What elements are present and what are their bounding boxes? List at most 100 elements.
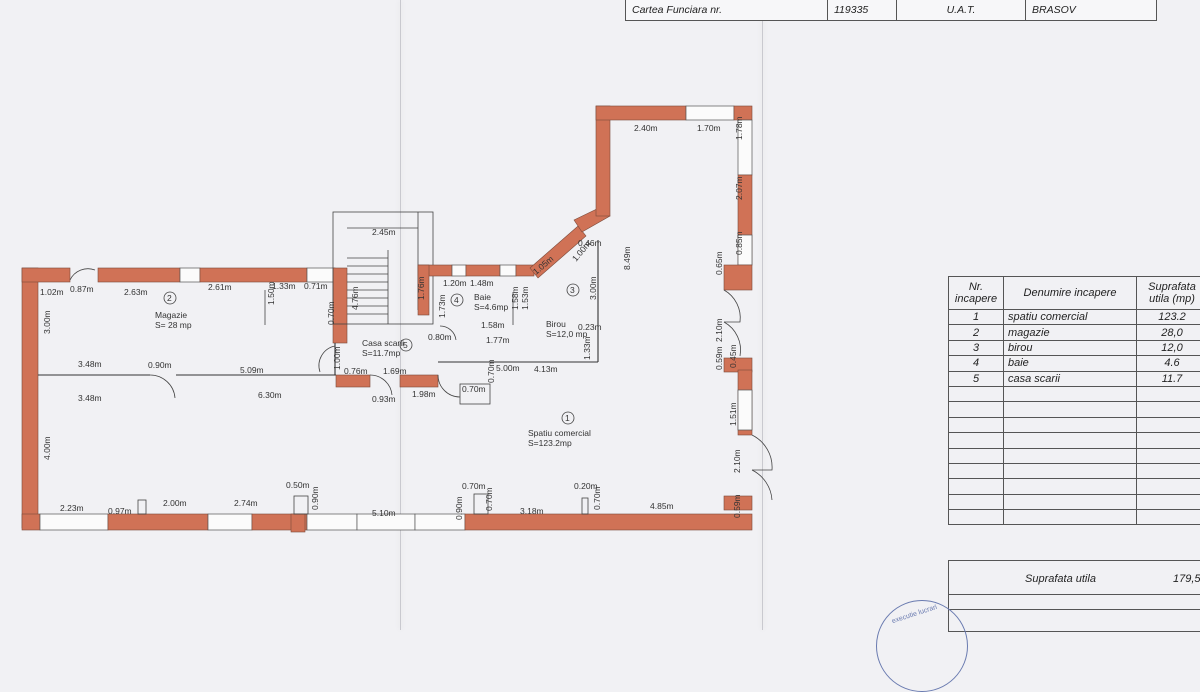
dimension-label: 3.18m <box>520 506 544 516</box>
dimension-label: 1.69m <box>383 366 407 376</box>
door-swing <box>752 435 772 470</box>
table-row <box>949 463 1200 478</box>
svg-text:3: 3 <box>570 285 575 295</box>
dimension-label: 0.65m <box>714 251 724 275</box>
room-label-baie: 4 Baie S=4.6mp <box>451 292 509 312</box>
dimension-label: 2.00m <box>163 498 187 508</box>
dimension-label: 2.74m <box>234 498 258 508</box>
dimension-label: 3.00m <box>42 310 52 334</box>
svg-text:S=4.6mp: S=4.6mp <box>474 302 509 312</box>
dimension-label: 0.59m <box>732 494 742 518</box>
table-row <box>949 510 1200 525</box>
wall-bottom <box>108 514 208 530</box>
dimension-label: 1.78m <box>734 116 744 140</box>
room-label-magazie: 2 Magazie S= 28 mp <box>155 292 192 330</box>
svg-text:Magazie: Magazie <box>155 310 187 320</box>
dimension-label: 0.70m <box>462 481 486 491</box>
door-swing <box>752 470 772 500</box>
wall-bath <box>466 265 500 276</box>
dimension-label: 2.10m <box>714 318 724 342</box>
total-label: Suprafata utila <box>1025 573 1096 585</box>
dimension-label: 0.59m <box>714 346 724 370</box>
dimension-label: 1.53m <box>520 286 530 310</box>
table-row <box>949 417 1200 432</box>
table-header: Nr. incapere <box>949 277 1004 310</box>
dimension-label: 1.77m <box>486 335 510 345</box>
svg-text:2: 2 <box>167 293 172 303</box>
wall-right <box>724 265 752 290</box>
dimension-label: 0.70m <box>326 301 336 325</box>
wall-top-right <box>596 106 686 120</box>
dimension-label: 2.63m <box>124 287 148 297</box>
dimension-label: 0.90m <box>454 496 464 520</box>
dimension-label: 1.50m <box>266 281 276 305</box>
wall-right-tower <box>596 106 610 216</box>
svg-text:Casa scarii: Casa scarii <box>362 338 404 348</box>
table-row <box>949 494 1200 509</box>
svg-text:S=11.7mp: S=11.7mp <box>362 348 401 358</box>
svg-text:Birou: Birou <box>546 319 566 329</box>
dimension-label: 2.40m <box>634 123 658 133</box>
dimension-label: 1.58m <box>510 286 520 310</box>
wall-left <box>22 268 38 528</box>
door-swing <box>724 290 740 322</box>
official-stamp: executie lucrari <box>876 600 968 692</box>
room-label-casa-scarii: 5 Casa scarii S=11.7mp <box>362 338 412 358</box>
stamp-text: executie lucrari <box>891 604 938 625</box>
dimension-label: 1.33m <box>582 336 592 360</box>
dimension-label: 4.76m <box>350 286 360 310</box>
dimension-label: 0.50m <box>286 480 310 490</box>
dimension-label: 1.76m <box>416 276 426 300</box>
svg-text:S= 28 mp: S= 28 mp <box>155 320 192 330</box>
dimension-label: 0.85m <box>734 231 744 255</box>
door-swing <box>70 269 95 280</box>
dimension-label: 0.90m <box>148 360 172 370</box>
dimension-label: 0.90m <box>310 486 320 510</box>
dimension-label: 1.70m <box>697 123 721 133</box>
wall-interior <box>400 375 438 387</box>
dimension-label: 4.13m <box>534 364 558 374</box>
dimension-label: 1.02m <box>40 287 64 297</box>
dimension-label: 0.70m <box>484 487 494 511</box>
table-row <box>949 386 1200 401</box>
dimension-label: 5.00m <box>496 363 520 373</box>
dimension-label: 3.48m <box>78 393 102 403</box>
table-row <box>949 448 1200 463</box>
dimension-label: 1.48m <box>470 278 494 288</box>
svg-text:Spatiu comercial: Spatiu comercial <box>528 428 591 438</box>
total-area-box: Suprafata utila 179,5 <box>948 560 1200 632</box>
table-row <box>949 479 1200 494</box>
room-label-spatiu-comercial: 1 Spatiu comercial S=123.2mp <box>528 412 591 448</box>
dimension-label: 1.00m <box>332 346 342 370</box>
dimension-label: 2.61m <box>208 282 232 292</box>
window <box>307 268 335 282</box>
dimension-label: 0.97m <box>108 506 132 516</box>
svg-text:S=123.2mp: S=123.2mp <box>528 438 572 448</box>
table-row <box>949 433 1200 448</box>
dimension-label: 5.09m <box>240 365 264 375</box>
dimension-label: 5.10m <box>372 508 396 518</box>
dimension-label: 0.70m <box>486 359 496 383</box>
window <box>180 268 200 282</box>
table-header: Suprafata utila (mp) <box>1137 277 1200 310</box>
wall-top <box>200 268 307 282</box>
dimension-label: 0.45m <box>728 344 738 368</box>
wall-top <box>98 268 180 282</box>
wall-bottom <box>22 514 40 530</box>
dimension-label: 2.45m <box>372 227 396 237</box>
dimension-label: 1.73m <box>437 294 447 318</box>
svg-text:1: 1 <box>565 413 570 423</box>
door-swing <box>438 375 460 397</box>
dimension-label: 0.23m <box>578 322 602 332</box>
dimension-label: 8.49m <box>622 246 632 270</box>
dimension-label: 0.70m <box>592 486 602 510</box>
dimension-label: 0.87m <box>70 284 94 294</box>
door-swing <box>370 375 392 395</box>
dimension-label: 2.23m <box>60 503 84 513</box>
svg-text:4: 4 <box>454 295 459 305</box>
